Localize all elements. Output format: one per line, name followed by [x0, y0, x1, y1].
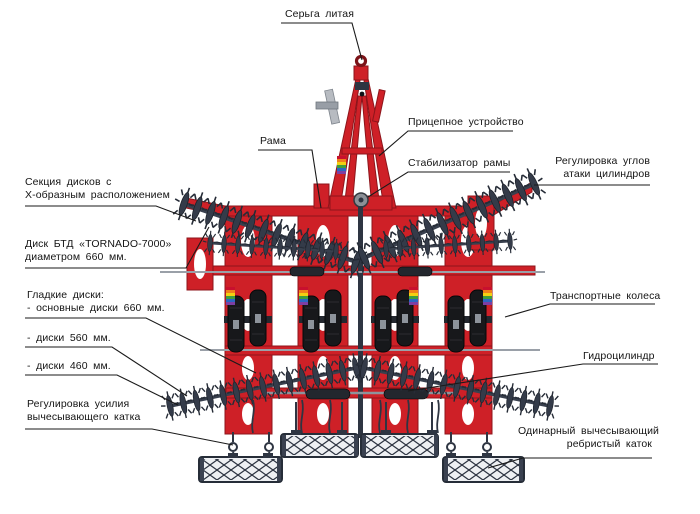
- attack-angle-cylinder: [289, 266, 325, 277]
- leader-rama: [258, 149, 322, 209]
- leader-reg-usiliya: [25, 428, 234, 446]
- label-diski460: - диски 460 мм.: [27, 360, 111, 373]
- label-text: Регулировка углов: [555, 155, 650, 167]
- disc-gang-upper-left: [168, 183, 372, 283]
- label-reg-usiliya: Регулировка усилия вычесывающего катка: [27, 398, 140, 424]
- roller: [198, 453, 283, 483]
- label-text: Прицепное устройство: [408, 116, 524, 128]
- disc-gang-upper-right-rear: [377, 227, 519, 263]
- label-pricepnoe: Прицепное устройство: [408, 116, 524, 129]
- label-text: Гладкие диски:: [27, 289, 104, 301]
- label-reg-uglov: Регулировка углов атаки цилиндров: [540, 155, 650, 181]
- label-serga: Серьга литая: [285, 8, 354, 21]
- disc-gang-lower-left: [157, 350, 369, 424]
- label-diski560: - диски 560 мм.: [27, 332, 111, 345]
- label-text: Транспортные колеса: [550, 290, 661, 302]
- label-text: Х-образным расположением: [25, 189, 170, 201]
- label-text: Серьга литая: [285, 8, 354, 20]
- leader-diski460: [25, 374, 179, 406]
- label-text: атаки цилиндров: [563, 168, 650, 180]
- hitch-clevis: [355, 82, 369, 97]
- mast-sticker: [337, 156, 346, 174]
- label-text: ребристый каток: [566, 438, 652, 450]
- label-text: - основные диски 660 мм.: [27, 302, 165, 314]
- label-text: Рама: [260, 135, 286, 147]
- leader-lines: [25, 22, 658, 469]
- leader-kolesa: [504, 303, 655, 318]
- disc-gang-lower-right: [351, 350, 563, 424]
- label-text: вычесывающего катка: [27, 411, 141, 423]
- label-stabilizator: Стабилизатор рамы: [408, 157, 510, 170]
- hydraulic-cylinder: [383, 388, 429, 400]
- roller: [442, 453, 525, 483]
- roller: [360, 430, 439, 458]
- leader-disk-btd: [25, 226, 210, 269]
- disc-gangs: [157, 163, 563, 424]
- label-katok: Одинарный вычесывающий ребристый каток: [518, 425, 660, 451]
- label-rama: Рама: [260, 135, 286, 148]
- leader-sekciya: [25, 205, 197, 222]
- label-text: Диск БТД «TORNADO-7000»: [25, 238, 172, 250]
- leader-stabilizator: [367, 171, 510, 198]
- leader-serga: [281, 22, 363, 61]
- label-disk-btd: Диск БТД «TORNADO-7000» диаметром 660 мм…: [25, 238, 171, 264]
- hitch-frame: [327, 65, 397, 211]
- label-text: диаметром 660 мм.: [25, 251, 127, 263]
- disc-gang-upper-left-rear: [201, 229, 345, 265]
- label-gladkie: Гладкие диски: - основные диски 660 мм.: [27, 289, 165, 315]
- transport-wheels: [224, 289, 492, 353]
- roller-hangers: [228, 402, 492, 460]
- leader-diski560: [25, 346, 188, 397]
- leader-pricepnoe: [378, 130, 513, 157]
- ribbed-rollers: [198, 430, 525, 483]
- label-gidrocilindr: Гидроцилиндр: [583, 350, 655, 363]
- label-text: - диски 460 мм.: [27, 360, 111, 372]
- label-text: Стабилизатор рамы: [408, 157, 511, 169]
- label-text: - диски 560 мм.: [27, 332, 111, 344]
- frame-bracket: [313, 183, 330, 209]
- hydraulic-cylinder: [305, 388, 351, 400]
- attack-angle-cylinder: [397, 266, 433, 277]
- wheel-axle: [224, 316, 492, 323]
- label-text: Одинарный вычесывающий: [518, 425, 660, 437]
- leader-katok: [487, 457, 652, 469]
- label-text: Гидроцилиндр: [583, 350, 655, 362]
- label-text: Секция дисков с: [25, 176, 112, 188]
- leader-gladkie: [25, 317, 257, 374]
- leader-gidrocilindr: [407, 363, 658, 392]
- hitch-lever: [315, 88, 341, 125]
- disc-gang-upper-right: [347, 163, 551, 279]
- label-kolesa: Транспортные колеса: [550, 290, 660, 303]
- roller: [280, 430, 359, 458]
- label-sekciya: Секция дисков с Х-образным расположением: [25, 176, 170, 202]
- label-text: Регулировка усилия: [27, 398, 130, 410]
